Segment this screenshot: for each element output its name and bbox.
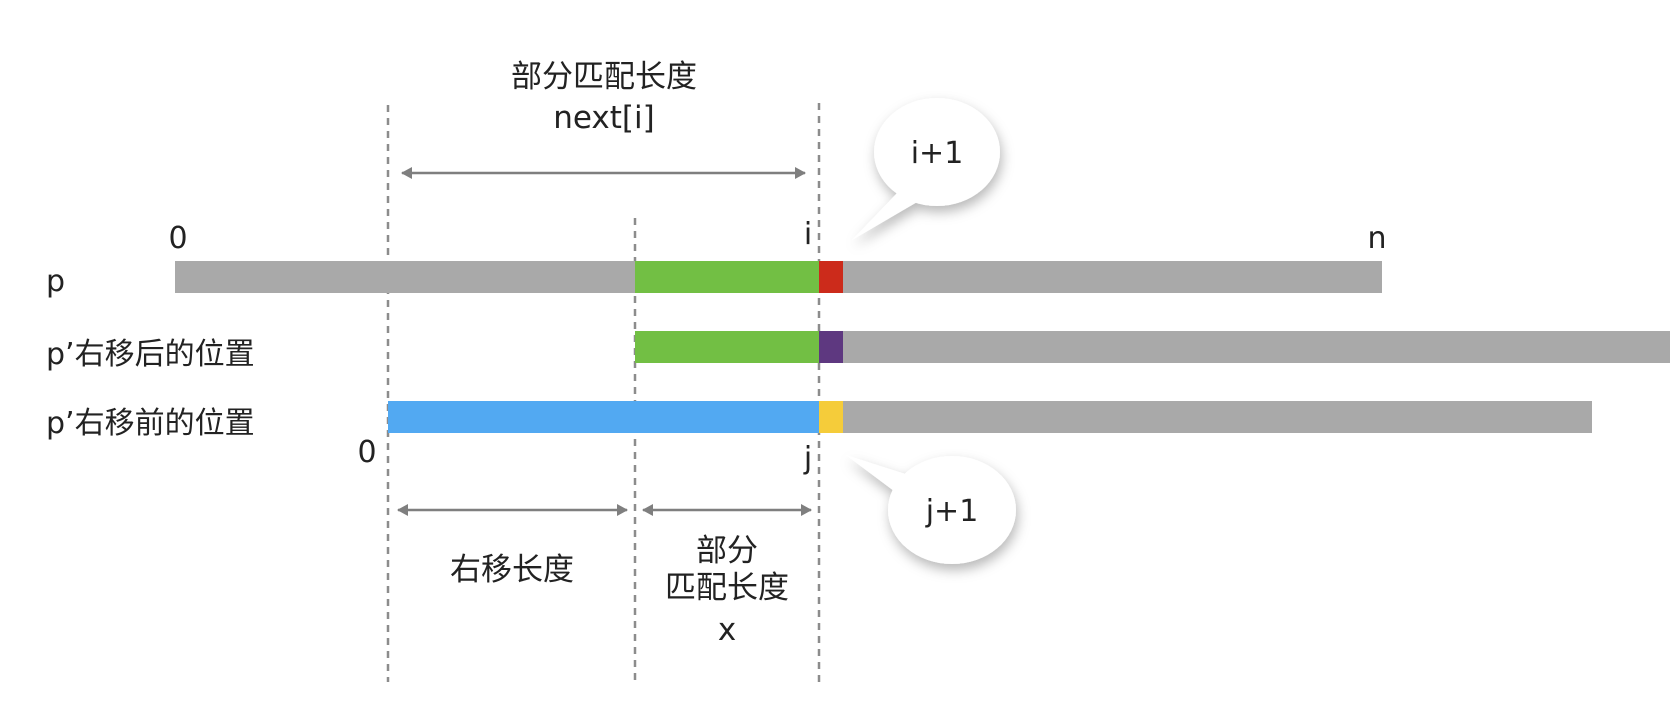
row-label-after: p’右移后的位置	[46, 337, 255, 372]
partial-length-label-1: 部分	[696, 533, 758, 569]
mark-p-end: n	[1367, 221, 1386, 256]
mark-p-start: 0	[168, 221, 187, 256]
after-bar-gray	[843, 331, 1670, 363]
partial-length-label-2: 匹配长度	[665, 570, 789, 606]
mark-shifted-j: j	[803, 441, 812, 476]
top-formula: next[i]	[553, 100, 654, 136]
before-bar-blue	[388, 401, 819, 433]
mark-p-i: i	[804, 217, 812, 252]
callout-i-plus-1-label: i+1	[911, 136, 964, 171]
p-bar-red	[819, 261, 843, 293]
row-label-before: p’右移前的位置	[46, 406, 255, 441]
top-title: 部分匹配长度	[511, 59, 697, 95]
callout-j-plus-1	[846, 455, 1016, 564]
callout-j-plus-1-label: j+1	[925, 494, 979, 529]
partial-length-var: x	[718, 612, 736, 648]
row-label-p: p	[46, 264, 65, 299]
mark-shifted-start: 0	[357, 435, 376, 470]
after-bar-green	[635, 331, 819, 363]
shift-length-label: 右移长度	[450, 552, 574, 588]
callout-i-plus-1	[852, 98, 1000, 240]
before-bar-gray	[843, 401, 1592, 433]
p-bar-green	[635, 261, 819, 293]
after-bar-purple	[819, 331, 843, 363]
before-bar-yellow	[819, 401, 843, 433]
